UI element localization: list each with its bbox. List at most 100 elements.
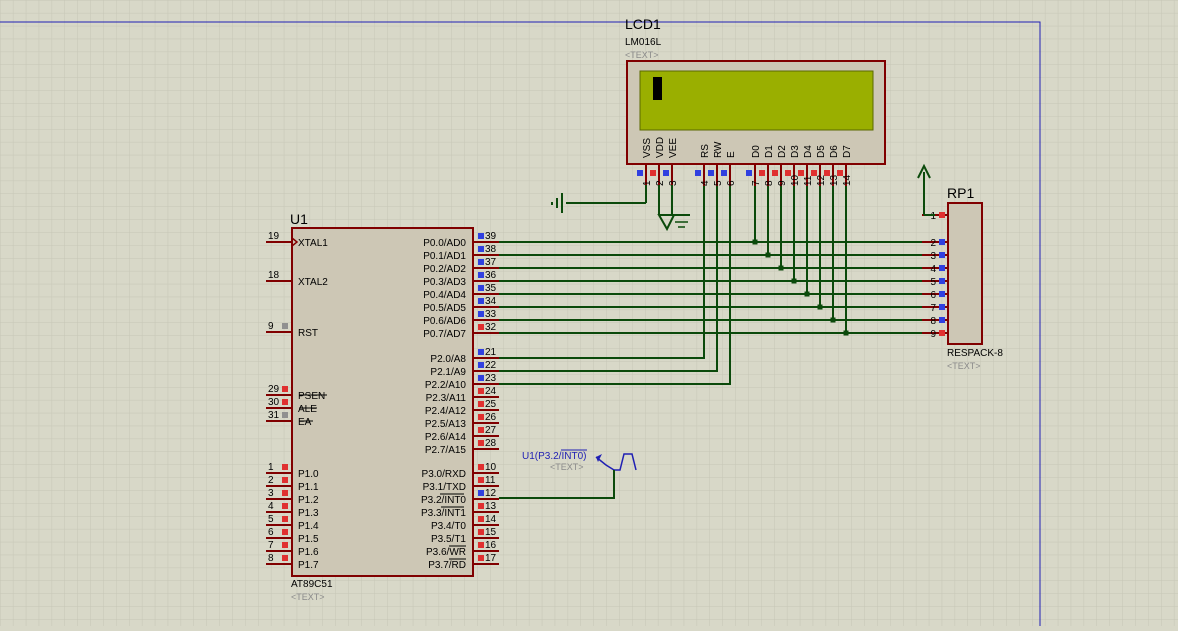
u1-pin-3[interactable]: 3P1.2 — [266, 488, 319, 506]
pin-number: 13 — [829, 174, 840, 186]
u1-pin-6[interactable]: 6P1.5 — [266, 527, 319, 545]
rp1-body[interactable] — [947, 202, 983, 345]
pin-name: D4 — [803, 145, 814, 158]
pin-state-marker — [478, 555, 484, 561]
lcd1-pin-8[interactable]: D18 — [759, 145, 775, 186]
rp1-pin-9[interactable]: 9 — [922, 329, 948, 340]
rp1-pin-6[interactable]: 6 — [922, 290, 948, 301]
pin-name: P2.0/A8 — [430, 354, 466, 365]
pin-state-marker — [478, 233, 484, 239]
lcd-control-wire-0 — [499, 186, 705, 359]
pin-number: 27 — [485, 425, 497, 436]
u1-pin-8[interactable]: 8P1.7 — [266, 553, 319, 571]
pin-name: XTAL1 — [298, 238, 328, 249]
lcd1-pin-9[interactable]: D29 — [772, 145, 788, 186]
pin-state-marker — [939, 291, 945, 297]
wires — [499, 186, 922, 385]
ground-terminal-vdd[interactable] — [657, 185, 690, 232]
lcd1-pin-6[interactable]: E6 — [721, 151, 737, 186]
power-terminal[interactable] — [917, 163, 935, 216]
rp1-pin-2[interactable]: 2 — [922, 238, 948, 249]
signal-generator-probe[interactable]: U1(P3.2/INT0) <TEXT> — [499, 449, 637, 499]
pin-state-marker — [282, 399, 288, 405]
pin-state-marker — [478, 427, 484, 433]
rp1-pin-3[interactable]: 3 — [922, 251, 948, 262]
pin-name: P2.1/A9 — [430, 367, 466, 378]
u1-text-label: <TEXT> — [291, 592, 325, 602]
pin-number: 8 — [268, 553, 274, 564]
u1-pin-4[interactable]: 4P1.3 — [266, 501, 319, 519]
lcd1-pin-4[interactable]: RS4 — [695, 144, 711, 186]
u1-body[interactable] — [291, 227, 474, 577]
pin-number: 5 — [713, 180, 724, 186]
pin-state-marker — [811, 170, 817, 176]
pin-state-marker — [939, 239, 945, 245]
rp1-pin-8[interactable]: 8 — [922, 316, 948, 327]
u1-pin-2[interactable]: 2P1.1 — [266, 475, 319, 493]
lcd1-display[interactable]: LCD1 LM016L <TEXT> VSS1VDD2VEE3RS4RW5E6D… — [625, 16, 886, 186]
lcd1-pin-7[interactable]: D07 — [746, 145, 762, 186]
pin-number: 22 — [485, 360, 497, 371]
ground-terminal-vss[interactable] — [551, 185, 647, 213]
u1-microcontroller[interactable]: U1 AT89C51 <TEXT> 19XTAL118XTAL29RST29PS… — [266, 211, 499, 602]
rp1-pin-5[interactable]: 5 — [922, 277, 948, 288]
pin-number: 3 — [930, 251, 936, 262]
pin-state-marker — [478, 503, 484, 509]
lcd1-pin-5[interactable]: RW5 — [708, 141, 724, 186]
rp1-pin-7[interactable]: 7 — [922, 303, 948, 314]
u1-pin-1[interactable]: 1P1.0 — [266, 462, 319, 480]
pin-number: 10 — [485, 462, 497, 473]
pin-number: 5 — [268, 514, 274, 525]
rp1-pin-4[interactable]: 4 — [922, 264, 948, 275]
pin-number: 25 — [485, 399, 497, 410]
pin-name: P2.5/A13 — [425, 419, 467, 430]
pin-number: 9 — [777, 180, 788, 186]
u1-pin-5[interactable]: 5P1.4 — [266, 514, 319, 532]
pin-state-marker — [282, 529, 288, 535]
pin-name: P3.1/TXD — [423, 482, 466, 493]
pin-name: P3.7/RD — [428, 560, 466, 571]
u1-pin-7[interactable]: 7P1.6 — [266, 540, 319, 558]
rp1-part-label: RESPACK-8 — [947, 348, 1003, 359]
